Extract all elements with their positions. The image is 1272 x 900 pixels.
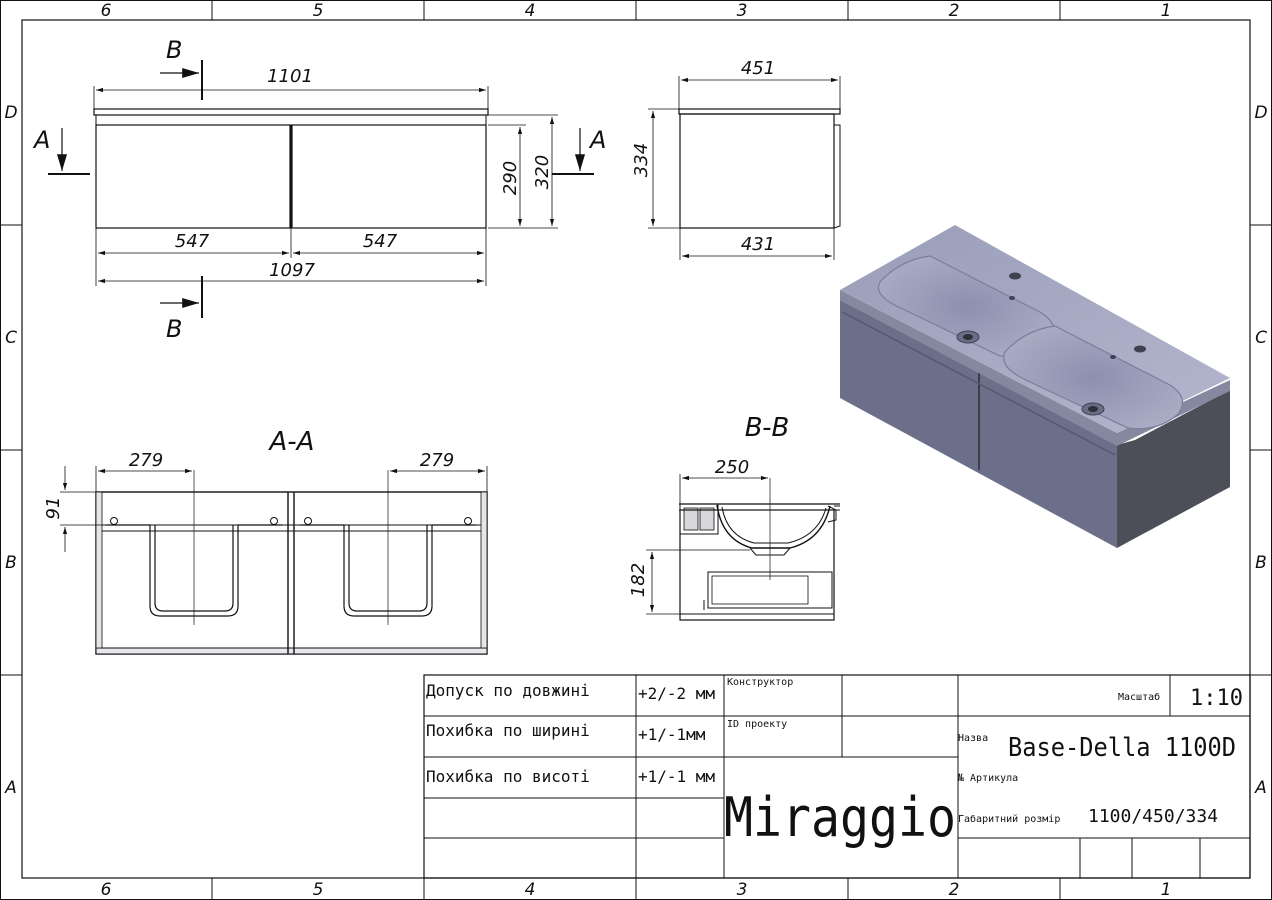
designer-label: Конструктор [727, 677, 793, 688]
section-a-label-left: A [32, 126, 50, 154]
scale-value: 1:10 [1190, 686, 1243, 711]
grid-col-6: 6 [101, 1, 112, 21]
dim-bb-250: 250 [715, 457, 749, 478]
tolerance-length-label: Допуск по довжині [426, 681, 590, 700]
scale-label: Масштаб [1118, 691, 1160, 703]
product-name: Base-Della 1100D [1008, 733, 1236, 763]
grid-col-2: 2 [949, 1, 960, 21]
dim-aa-left-279: 279 [129, 450, 163, 471]
dim-width-1097: 1097 [269, 260, 315, 281]
side-view: 451 334 431 [631, 58, 841, 260]
grid-col-2-bottom: 2 [949, 880, 960, 900]
dim-height-334: 334 [631, 143, 652, 177]
dim-height-320: 320 [532, 155, 553, 189]
grid-col-5-bottom: 5 [313, 880, 324, 900]
grid-row-a: A [4, 778, 17, 798]
front-view: B B A A 1101 290 320 547 547 1097 [32, 36, 606, 343]
grid-labels: 6 5 4 3 2 1 6 5 4 3 2 1 D C B A D C B A [4, 1, 1267, 900]
dim-height-290: 290 [500, 161, 521, 195]
grid-row-d-right: D [1254, 103, 1267, 123]
grid-row-c: C [5, 328, 17, 348]
dim-drawer-right-547: 547 [363, 231, 398, 252]
grid-col-3: 3 [737, 1, 748, 21]
isometric-render [840, 225, 1230, 548]
dim-width-1101: 1101 [267, 66, 313, 87]
size-value: 1100/450/334 [1088, 806, 1218, 827]
dim-aa-right-279: 279 [420, 450, 454, 471]
grid-col-4: 4 [525, 1, 536, 21]
grid-col-1: 1 [1161, 1, 1172, 21]
dim-depth-431: 431 [741, 234, 775, 255]
size-label: Габаритний розмір [958, 813, 1060, 825]
grid-row-b-right: B [1255, 553, 1267, 573]
article-label: № Артикула [958, 773, 1018, 784]
tolerance-width-label: Похибка по ширині [426, 721, 590, 740]
grid-row-a-right: A [1254, 778, 1267, 798]
grid-col-3-bottom: 3 [737, 880, 748, 900]
grid-col-1-bottom: 1 [1161, 880, 1172, 900]
dim-bb-182: 182 [628, 563, 649, 597]
section-aa-view: A-A 279 279 91 [43, 427, 488, 655]
dim-depth-451: 451 [741, 58, 775, 79]
section-b-label-top: B [166, 36, 182, 64]
grid-row-b: B [5, 553, 17, 573]
grid-col-4-bottom: 4 [525, 880, 536, 900]
tolerance-width-value: +1/-1мм [638, 725, 706, 744]
section-bb-title: B-B [745, 413, 790, 443]
name-label: Назва [958, 733, 988, 744]
tolerance-height-value: +1/-1 мм [638, 767, 715, 786]
grid-col-6-bottom: 6 [101, 880, 112, 900]
section-aa-title: A-A [268, 427, 315, 457]
section-bb-view: B-B 250 182 [628, 413, 840, 621]
brand-logo-text: Miraggio [724, 786, 956, 849]
section-b-label-bottom: B [166, 315, 182, 343]
grid-row-d: D [4, 103, 17, 123]
dim-drawer-left-547: 547 [175, 231, 210, 252]
dim-aa-91: 91 [43, 497, 64, 520]
project-id-label: ID проекту [727, 719, 787, 730]
grid-col-5: 5 [313, 1, 324, 21]
title-block: Допуск по довжині +2/-2 мм Похибка по ши… [423, 674, 1251, 879]
tolerance-height-label: Похибка по висоті [426, 767, 590, 786]
grid-row-c-right: C [1255, 328, 1267, 348]
section-a-label-right: A [588, 126, 606, 154]
tolerance-length-value: +2/-2 мм [638, 684, 715, 703]
